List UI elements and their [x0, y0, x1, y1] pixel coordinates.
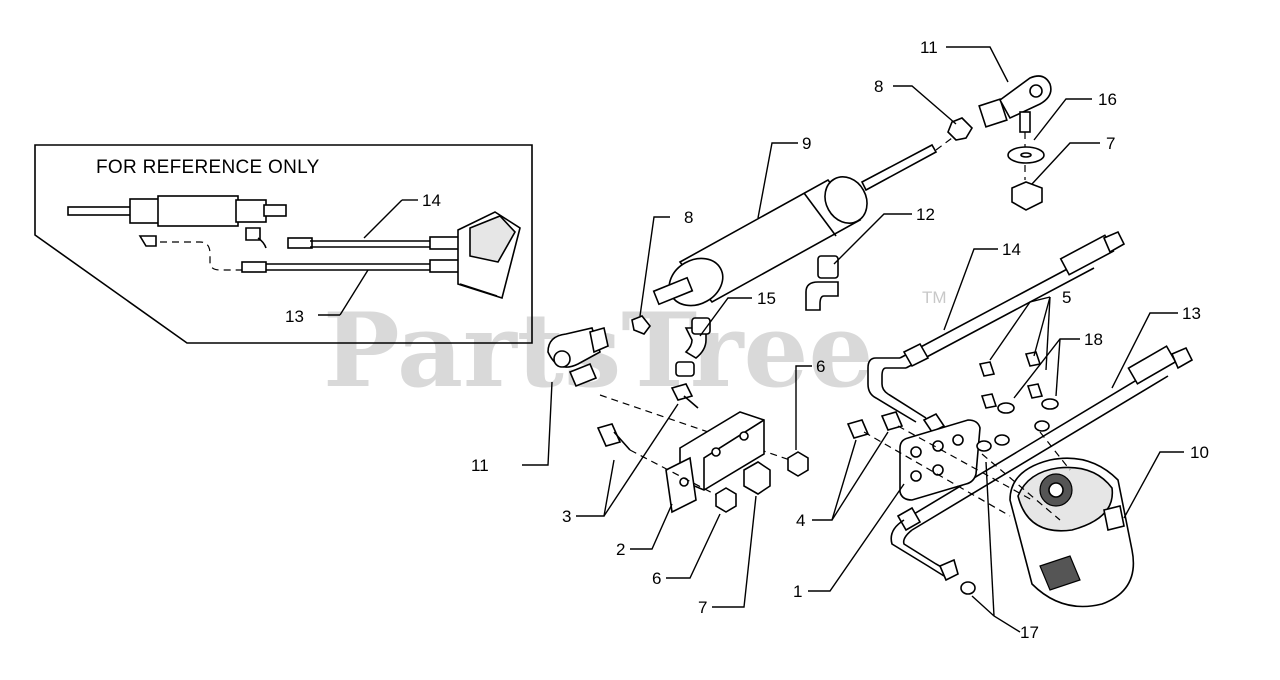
callout-14: 14: [1002, 240, 1021, 259]
callout-17: 17: [1020, 623, 1039, 642]
hose-14: [867, 230, 1126, 434]
steering-unit: [1009, 457, 1135, 608]
callout-1: 1: [793, 582, 802, 601]
callout-10: 10: [1190, 443, 1209, 462]
callout-4: 4: [796, 511, 805, 530]
callout-9: 9: [802, 134, 811, 153]
callout-8-left: 8: [684, 208, 693, 227]
callout-18: 18: [1084, 330, 1103, 349]
callout-11-top: 11: [920, 38, 938, 57]
callout-13: 13: [1182, 304, 1201, 323]
rod-end-left: [547, 315, 791, 461]
port-plate: [846, 351, 1071, 595]
callout-6-bottom: 6: [652, 569, 661, 588]
callouts: 11 8 16 7 9 8 12 15 14 5 13 18 6 11 3 2 …: [471, 38, 1209, 642]
callout-16: 16: [1098, 90, 1117, 109]
ref-callout-14: 14: [422, 191, 441, 210]
hose-13: [890, 345, 1194, 582]
callout-3: 3: [562, 507, 571, 526]
callout-11-left: 11: [471, 456, 489, 475]
mounting-bracket: [596, 383, 809, 514]
leader-lines: [522, 46, 1184, 633]
callout-8-top: 8: [874, 77, 883, 96]
callout-7-bottom: 7: [698, 598, 707, 617]
ref-callout-13: 13: [285, 307, 304, 326]
reference-box: FOR REFERENCE ONLY 14 13: [34, 144, 533, 344]
callout-15: 15: [757, 289, 776, 308]
callout-12: 12: [916, 205, 935, 224]
reference-title: FOR REFERENCE ONLY: [96, 157, 320, 178]
rod-end-top: [935, 75, 1052, 211]
watermark-trademark: TM: [922, 288, 947, 307]
callout-5: 5: [1062, 288, 1071, 307]
callout-7-top: 7: [1106, 134, 1115, 153]
callout-2: 2: [616, 540, 625, 559]
callout-6-right: 6: [816, 357, 825, 376]
hydraulic-cylinder: [652, 143, 938, 377]
